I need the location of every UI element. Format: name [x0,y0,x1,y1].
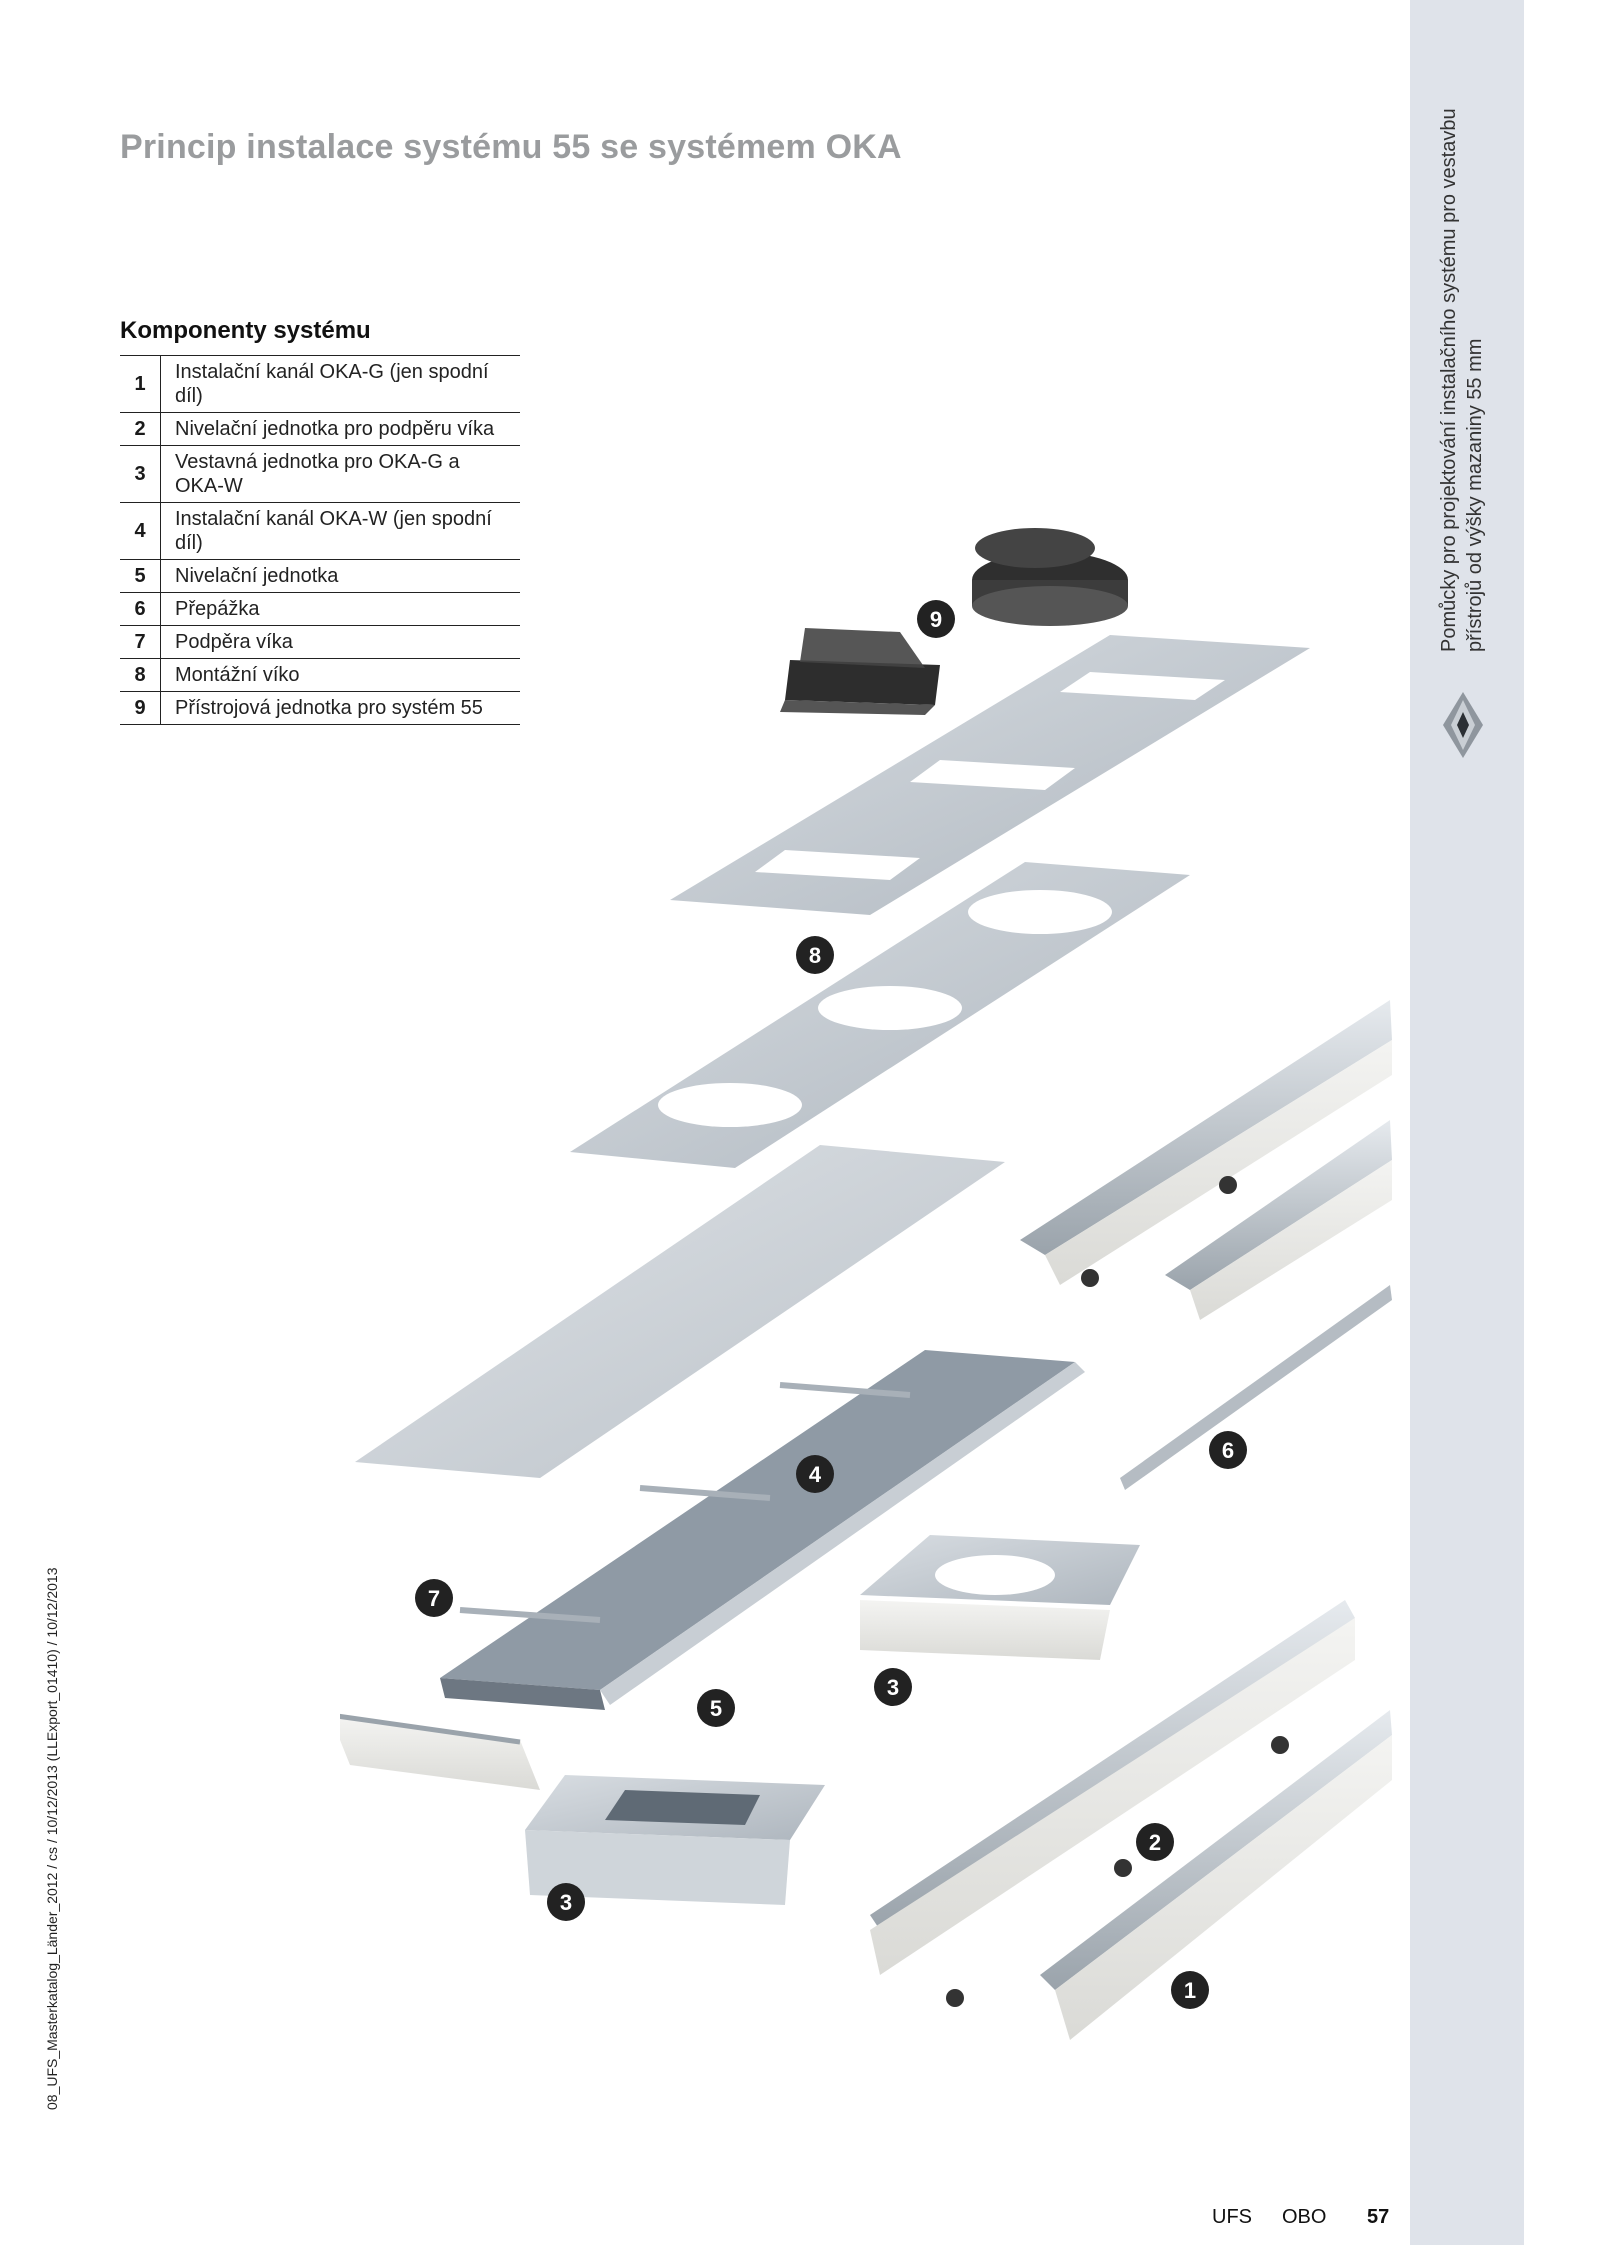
svg-text:6: 6 [1222,1438,1234,1463]
footer-brand: OBO [1282,2206,1327,2228]
component-label: Nivelační jednotka pro podpěru víka [160,412,520,446]
component-number: 5 [120,559,161,593]
component-label: Instalační kanál OKA-G (jen spodní díl) [160,355,520,413]
component-number: 1 [120,355,161,413]
built-in-unit-lower [525,1775,825,1905]
component-number: 9 [120,691,161,725]
device-unit-round [972,528,1128,626]
badge-3-lower: 3 [547,1883,585,1921]
badge-8: 8 [796,936,834,974]
svg-text:5: 5 [710,1696,722,1721]
partition-bar [1120,1285,1392,1490]
svg-text:7: 7 [428,1586,440,1611]
built-in-unit-right [860,1535,1140,1660]
component-label: Podpěra víka [160,625,520,659]
partition-plate [355,1145,1005,1478]
component-number: 2 [120,412,161,446]
sidebar-text: Pomůcky pro projektování instalačního sy… [1438,108,1486,652]
svg-text:9: 9 [930,607,942,632]
mounting-lid-round [570,862,1190,1168]
component-label: Nivelační jednotka [160,559,520,593]
section-title: Komponenty systému [120,317,371,344]
footer-section: UFS [1212,2206,1252,2228]
badge-9: 9 [917,600,955,638]
device-unit-square [780,628,940,715]
file-code: 08_UFS_Masterkatalog_Länder_2012 / cs / … [44,1567,60,2111]
component-number: 8 [120,658,161,692]
badge-5: 5 [697,1689,735,1727]
page-title: Princip instalace systému 55 se systémem… [120,128,902,166]
svg-text:8: 8 [809,943,821,968]
component-number: 4 [120,502,161,560]
channel-oka-upper [1020,1000,1392,1320]
channel-oka-g [870,1600,1392,2040]
component-label: Přístrojová jednotka pro systém 55 [160,691,520,725]
component-number: 7 [120,625,161,659]
badge-2: 2 [1136,1823,1174,1861]
badge-4: 4 [796,1455,834,1493]
component-label: Vestavná jednotka pro OKA-G a OKA-W [160,445,520,503]
component-number: 3 [120,445,161,503]
badge-1: 1 [1171,1971,1209,2009]
component-label: Přepážka [160,592,520,626]
leveling-units [946,1176,1289,2007]
badge-3-right: 3 [874,1668,912,1706]
badge-6: 6 [1209,1431,1247,1469]
installation-illustration: 9 8 4 6 7 5 3 3 2 1 [340,528,1392,2040]
component-label: Montážní víko [160,658,520,692]
badge-7: 7 [415,1579,453,1617]
obo-diamond-icon [1443,692,1483,758]
sidebar [1410,0,1524,2245]
svg-text:1: 1 [1184,1978,1196,2003]
svg-text:4: 4 [809,1462,822,1487]
channel-oka-w [440,1350,1085,1710]
component-label: Instalační kanál OKA-W (jen spodní díl) [160,502,520,560]
channel-short-left [340,1713,540,1790]
component-number: 6 [120,592,161,626]
svg-text:3: 3 [887,1675,899,1700]
mounting-lid-rect [670,635,1310,915]
svg-text:2: 2 [1149,1830,1161,1855]
svg-text:3: 3 [560,1890,572,1915]
page-number: 57 [1367,2206,1390,2228]
